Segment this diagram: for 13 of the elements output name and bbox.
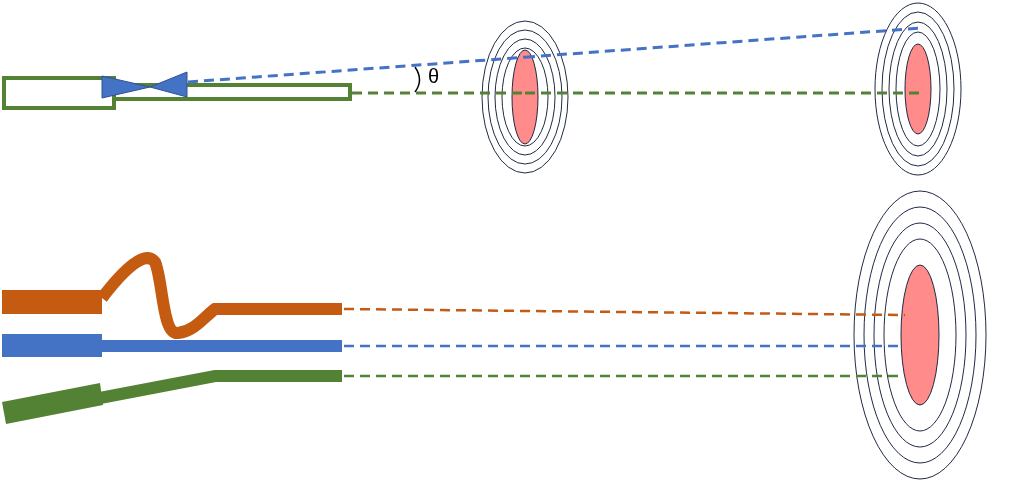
dashed-beam-line: [344, 344, 900, 348]
fiber-drawing: [2, 252, 342, 339]
fiber-drawing: [2, 71, 352, 110]
target-rings-drawing: [874, 2, 962, 176]
target-rings-drawing: [853, 190, 987, 480]
dashed-beam-line: [525, 91, 922, 95]
dashed-beam-line: [187, 55, 526, 84]
fiber-drawing: [2, 370, 342, 424]
dashed-beam-line: [352, 91, 525, 95]
dashed-beam-line: [344, 307, 905, 317]
target-rings-drawing: [481, 20, 569, 174]
fiber-drawing: [2, 334, 342, 357]
angle-label: θ: [428, 66, 440, 86]
